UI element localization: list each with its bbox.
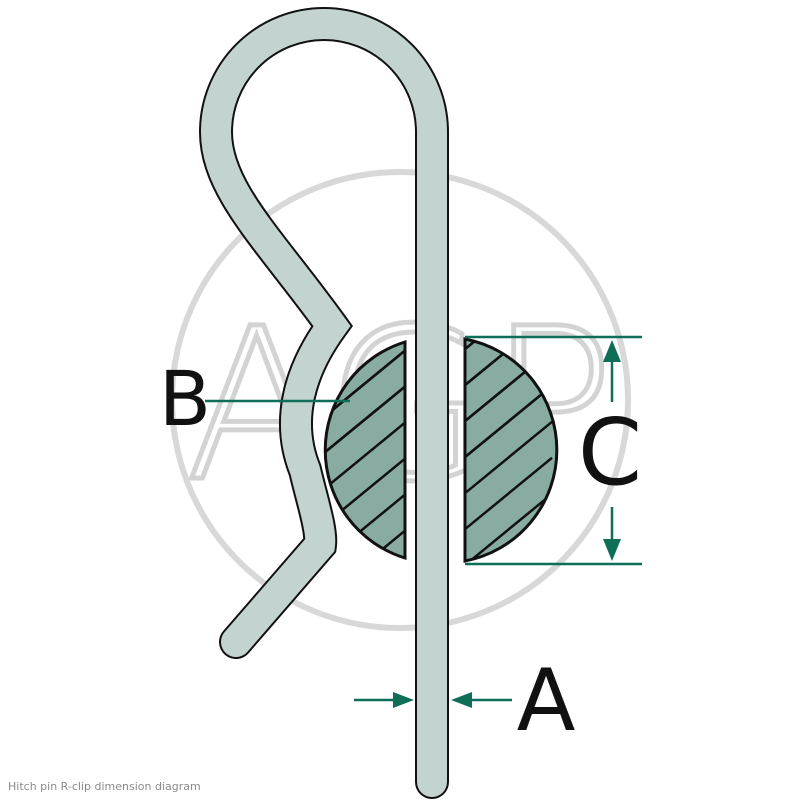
hatch-line [325, 528, 405, 558]
hatch-line [318, 206, 406, 278]
hatch-line [325, 384, 405, 459]
dimension-a: A [354, 651, 576, 751]
r-clip [198, 7, 449, 799]
hatch-line [465, 420, 553, 495]
label-c: C [578, 399, 642, 506]
pin-section-right [463, 337, 559, 563]
label-b: B [159, 354, 211, 443]
pin-section-left [318, 206, 407, 674]
dimension-b: B [159, 354, 350, 443]
hatch-line [465, 456, 553, 531]
label-a: A [517, 651, 576, 751]
dimension-c: C [465, 335, 642, 566]
diagram-title: Hitch pin R-clip dimension diagram [8, 780, 201, 793]
hatch-line [465, 492, 553, 561]
hatch-line [325, 420, 405, 495]
hatch-line [318, 602, 406, 674]
hatch-line [465, 384, 553, 459]
